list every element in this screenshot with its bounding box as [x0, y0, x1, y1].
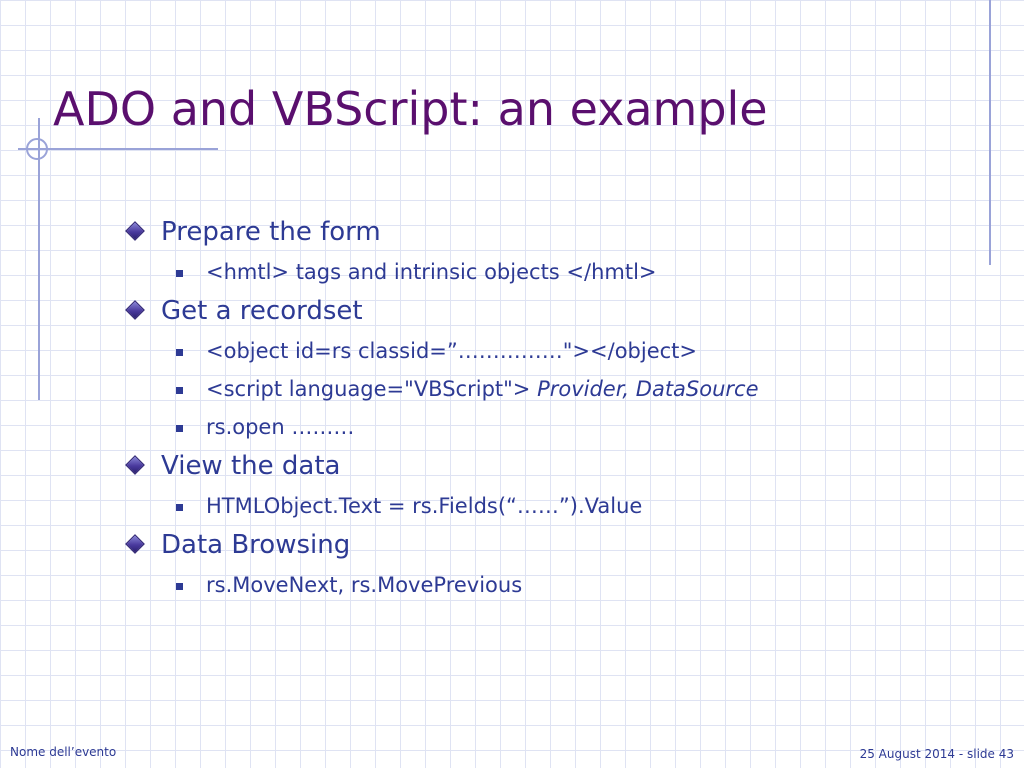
bullet-heading: Get a recordset: [161, 296, 363, 326]
decor-title-underline: [18, 148, 218, 150]
bullet-heading: Data Browsing: [161, 530, 351, 560]
sub-bullet-text: rs.open ………: [206, 415, 355, 439]
diamond-bullet-icon: [125, 455, 145, 475]
diamond-bullet-icon: [125, 534, 145, 554]
diamond-bullet-icon: [125, 221, 145, 241]
bullet-heading: View the data: [161, 451, 341, 481]
sub-bullet-italic-text: Provider, DataSource: [537, 377, 759, 401]
sub-bullet-move-methods: rs.MoveNext, rs.MovePrevious: [125, 566, 975, 604]
decor-right-vertical-line: [989, 0, 991, 265]
bullet-prepare-form: Prepare the form: [125, 212, 975, 253]
decor-left-vertical-line: [38, 118, 40, 400]
bullet-data-browsing: Data Browsing: [125, 525, 975, 566]
sub-bullet-object-tag: <object id=rs classid=”……………"></object>: [125, 332, 975, 370]
square-bullet-icon: [176, 583, 183, 590]
sub-bullet-html-tags: <hmtl> tags and intrinsic objects </hmtl…: [125, 253, 975, 291]
sub-bullet-text: <object id=rs classid=”……………"></object>: [206, 339, 697, 363]
sub-bullet-htmlobject-text: HTMLObject.Text = rs.Fields(“……”).Value: [125, 487, 975, 525]
sub-bullet-script-tag: <script language="VBScript"> Provider, D…: [125, 370, 975, 408]
sub-bullet-text: <hmtl> tags and intrinsic objects </hmtl…: [206, 260, 657, 284]
square-bullet-icon: [176, 349, 183, 356]
decor-circle-mark: [26, 138, 48, 160]
square-bullet-icon: [176, 387, 183, 394]
bullet-get-recordset: Get a recordset: [125, 291, 975, 332]
diamond-bullet-icon: [125, 300, 145, 320]
square-bullet-icon: [176, 425, 183, 432]
footer-event-name: Nome dell’evento: [10, 745, 117, 759]
bullet-view-data: View the data: [125, 446, 975, 487]
sub-bullet-rs-open: rs.open ………: [125, 408, 975, 446]
sub-bullet-text: HTMLObject.Text = rs.Fields(“……”).Value: [206, 494, 643, 518]
footer-date-slide-number: 25 August 2014 - slide 43: [859, 747, 1014, 761]
slide-content: Prepare the form <hmtl> tags and intrins…: [125, 212, 975, 604]
square-bullet-icon: [176, 270, 183, 277]
bullet-heading: Prepare the form: [161, 217, 381, 247]
sub-bullet-text: rs.MoveNext, rs.MovePrevious: [206, 573, 523, 597]
slide-title: ADO and VBScript: an example: [53, 82, 768, 136]
sub-bullet-text: <script language="VBScript">: [206, 377, 538, 401]
square-bullet-icon: [176, 504, 183, 511]
